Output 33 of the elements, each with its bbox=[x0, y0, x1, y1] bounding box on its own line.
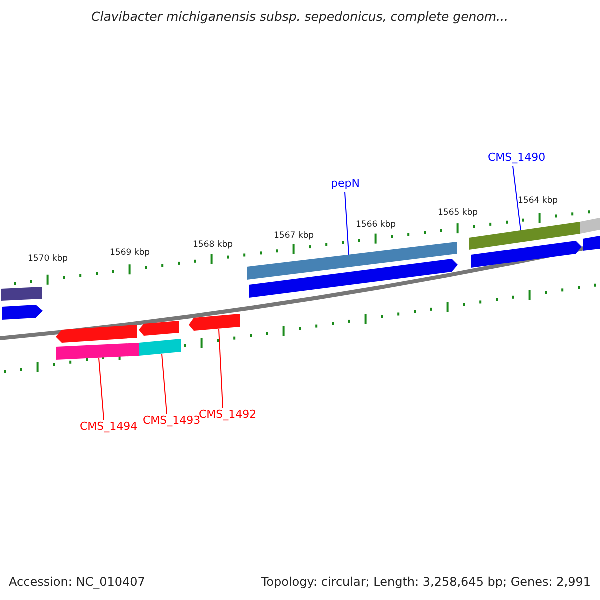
scale-label: 1570 kbp bbox=[28, 255, 68, 264]
gene-label: pepN bbox=[331, 178, 360, 189]
gene-feature bbox=[56, 325, 137, 343]
leader-line bbox=[98, 358, 104, 420]
gene-label: CMS_1494 bbox=[80, 421, 138, 432]
gene-feature bbox=[249, 259, 458, 298]
leader-line bbox=[344, 192, 350, 256]
gene-label: CMS_1490 bbox=[488, 152, 546, 163]
map-title: Clavibacter michiganensis subsp. sepedonicus, complete genom... bbox=[90, 11, 510, 24]
scale-label: 1566 kbp bbox=[356, 221, 396, 230]
gene-feature bbox=[189, 314, 240, 331]
gene-feature bbox=[139, 321, 179, 336]
gene-feature bbox=[2, 305, 43, 320]
leader-line bbox=[512, 166, 522, 232]
gene-bar bbox=[247, 242, 457, 280]
gene-label: CMS_1493 bbox=[143, 415, 201, 426]
scale-label: 1569 kbp bbox=[110, 249, 150, 258]
scale-label: 1568 kbp bbox=[193, 241, 234, 250]
scale-label: 1567 kbp bbox=[274, 232, 314, 240]
accession-text: Accession: NC_010407 bbox=[9, 576, 146, 588]
gene-bar bbox=[583, 236, 600, 251]
gene-label: CMS_1492 bbox=[199, 409, 257, 420]
gene-bar bbox=[580, 218, 600, 234]
scale-label: 1564 kbp bbox=[518, 197, 558, 206]
gene-bar bbox=[469, 222, 580, 250]
leader-line bbox=[162, 354, 168, 414]
gene-feature bbox=[471, 241, 582, 268]
genome-summary: Topology: circular; Length: 3,258,645 bp; Genes: 2,991 bbox=[261, 576, 591, 588]
leader-line bbox=[218, 328, 224, 408]
scale-label: 1565 kbp bbox=[438, 209, 478, 218]
gene-bar bbox=[139, 339, 181, 356]
gene-bar bbox=[1, 287, 42, 301]
gene-bar bbox=[56, 343, 139, 360]
